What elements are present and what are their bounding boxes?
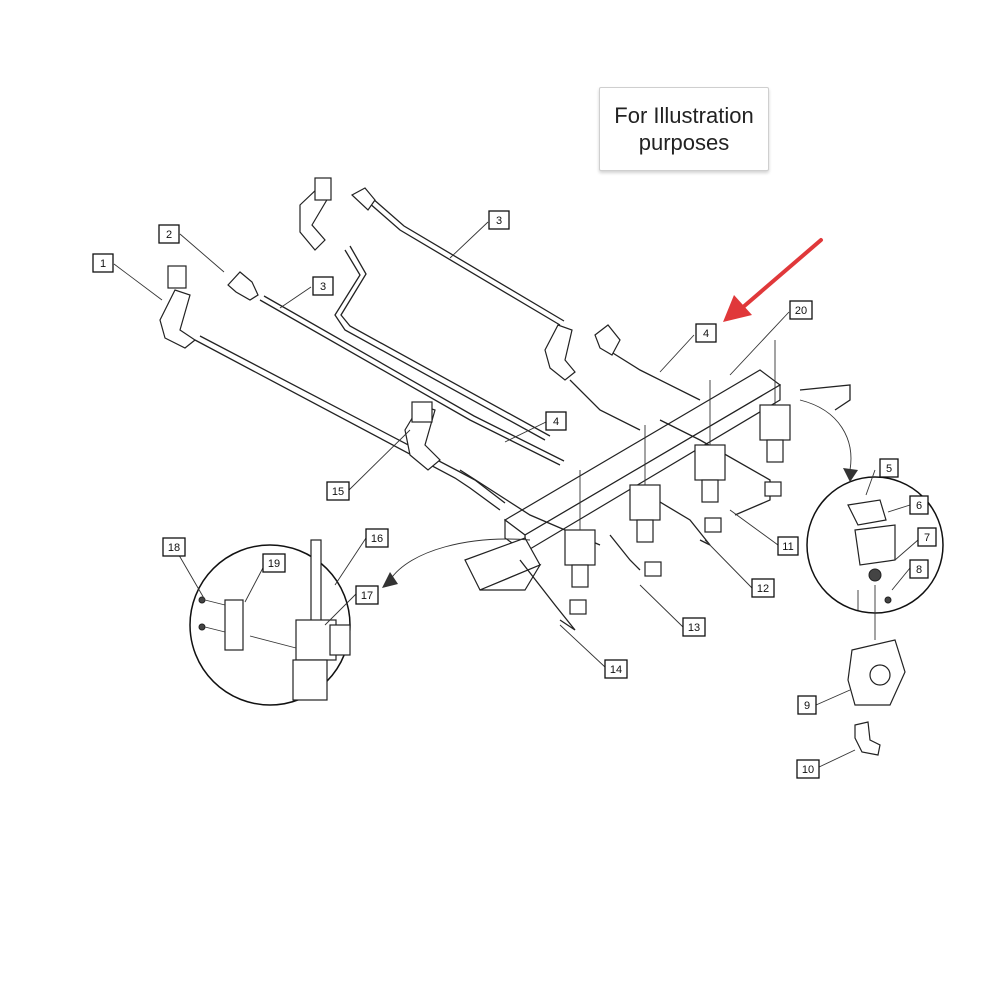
fitting-2 bbox=[227, 271, 259, 301]
svg-text:15: 15 bbox=[332, 486, 344, 498]
fitting-rear-2 bbox=[594, 324, 621, 356]
svg-text:7: 7 bbox=[924, 532, 930, 544]
svg-text:16: 16 bbox=[371, 533, 383, 545]
fitting-top-left bbox=[299, 177, 332, 251]
callout-11: 11 bbox=[777, 536, 799, 556]
svg-text:14: 14 bbox=[610, 664, 622, 676]
callout-4-highlighted: 4 bbox=[695, 323, 717, 343]
svg-text:4: 4 bbox=[553, 416, 559, 428]
callout-18: 18 bbox=[162, 537, 186, 557]
callout-2: 2 bbox=[158, 224, 180, 244]
svg-text:3: 3 bbox=[496, 215, 502, 227]
manifold-bar bbox=[503, 369, 782, 554]
detail-circle-left bbox=[189, 539, 351, 706]
callout-4: 4 bbox=[545, 411, 567, 431]
svg-text:12: 12 bbox=[757, 583, 769, 595]
callout-14: 14 bbox=[604, 659, 628, 679]
callout-5: 5 bbox=[879, 458, 899, 478]
svg-text:19: 19 bbox=[268, 558, 280, 570]
svg-text:3: 3 bbox=[320, 281, 326, 293]
illustration-note-text: For Illustration purposes bbox=[614, 103, 754, 155]
callout-16: 16 bbox=[365, 528, 389, 548]
svg-text:5: 5 bbox=[886, 463, 892, 475]
svg-text:11: 11 bbox=[782, 541, 793, 553]
svg-text:17: 17 bbox=[361, 590, 373, 602]
callout-1: 1 bbox=[92, 253, 114, 273]
callout-15: 15 bbox=[326, 481, 350, 501]
svg-text:9: 9 bbox=[804, 700, 810, 712]
regulator bbox=[847, 585, 906, 706]
callout-19: 19 bbox=[262, 553, 286, 573]
valves bbox=[564, 340, 791, 588]
svg-text:20: 20 bbox=[795, 305, 807, 317]
svg-text:2: 2 bbox=[166, 229, 172, 241]
svg-text:18: 18 bbox=[168, 542, 180, 554]
svg-text:10: 10 bbox=[802, 764, 814, 776]
gas-lines bbox=[194, 190, 851, 631]
callout-9: 9 bbox=[797, 695, 817, 715]
svg-text:13: 13 bbox=[688, 622, 700, 634]
highlight-arrow bbox=[723, 238, 823, 322]
fitting-1 bbox=[159, 265, 197, 349]
callout-3-left: 3 bbox=[312, 276, 334, 296]
callout-8: 8 bbox=[909, 559, 929, 579]
svg-text:4: 4 bbox=[703, 328, 709, 340]
callout-6: 6 bbox=[909, 495, 929, 515]
svg-text:6: 6 bbox=[916, 500, 922, 512]
callout-3-top: 3 bbox=[488, 210, 510, 230]
callout-13: 13 bbox=[682, 617, 706, 637]
burner-caps bbox=[569, 481, 782, 615]
callout-12: 12 bbox=[751, 578, 775, 598]
callout-7: 7 bbox=[917, 527, 937, 547]
callout-17: 17 bbox=[355, 585, 379, 605]
callout-20: 20 bbox=[789, 300, 813, 320]
fitting-rear bbox=[544, 324, 576, 381]
svg-text:1: 1 bbox=[100, 258, 106, 270]
callout-10: 10 bbox=[796, 759, 820, 779]
elbow-fitting bbox=[854, 721, 881, 756]
leader-lines bbox=[113, 221, 919, 769]
mounting-bracket bbox=[464, 537, 542, 591]
svg-text:8: 8 bbox=[916, 564, 922, 576]
fitting-15 bbox=[404, 401, 441, 471]
detail-pointer-arrows bbox=[382, 399, 858, 588]
illustration-note: For Illustration purposes bbox=[599, 87, 769, 171]
fitting-top-mid bbox=[350, 187, 376, 211]
